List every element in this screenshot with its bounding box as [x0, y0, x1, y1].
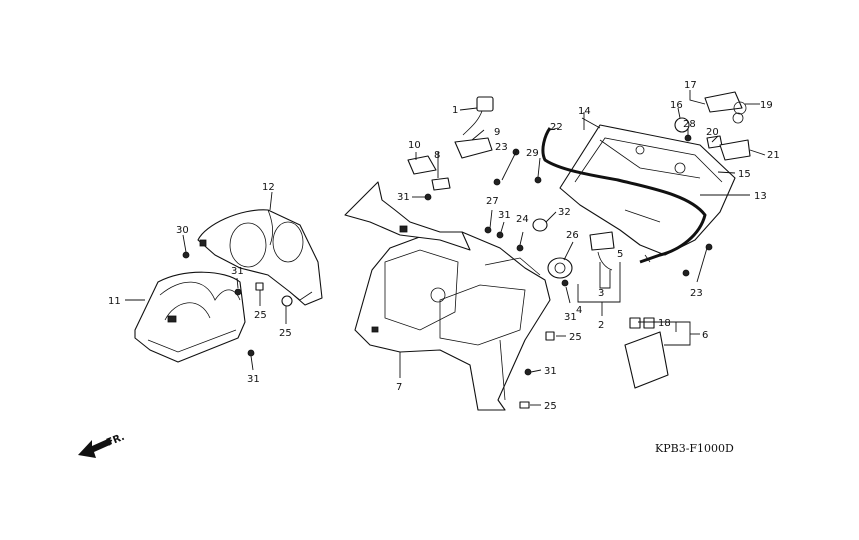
callout-12: 12	[262, 182, 275, 193]
callout-29: 29	[526, 148, 539, 159]
callout-31-mid-a: 31	[397, 192, 410, 203]
callout-23-upper: 23	[495, 142, 508, 153]
part-9-pad	[454, 137, 493, 159]
part-7-inner-cover	[344, 181, 551, 411]
part-32-grommet	[532, 218, 548, 232]
part-13-rear-cover	[559, 124, 736, 263]
front-direction-arrow: FR.	[78, 432, 126, 458]
callout-11: 11	[108, 296, 121, 307]
callout-22: 22	[550, 122, 563, 133]
fasteners	[182, 134, 713, 409]
part-8-clip	[431, 177, 451, 191]
callout-32: 32	[558, 207, 571, 218]
callout-5: 5	[617, 249, 623, 260]
callout-4: 4	[576, 305, 582, 316]
diagram-code: KPB3-F1000D	[655, 442, 734, 455]
callout-16: 16	[670, 100, 683, 111]
callout-26: 26	[566, 230, 579, 241]
callout-30: 30	[176, 225, 189, 236]
callout-14: 14	[578, 106, 591, 117]
part-21-lock	[719, 139, 751, 161]
callout-10: 10	[408, 140, 421, 151]
part-10-bracket	[407, 155, 437, 175]
callout-27: 27	[486, 196, 499, 207]
callout-9: 9	[494, 127, 500, 138]
part-11-front-cover	[134, 271, 246, 363]
callout-23-lower: 23	[690, 288, 703, 299]
callout-15: 15	[738, 169, 751, 180]
callout-13: 13	[754, 191, 767, 202]
callout-3: 3	[598, 288, 604, 299]
callout-31-right: 31	[544, 366, 557, 377]
callout-31-left-a: 31	[231, 266, 244, 277]
callout-28: 28	[683, 119, 696, 130]
callout-18: 18	[658, 318, 671, 329]
callout-25-left-b: 25	[279, 328, 292, 339]
callout-6: 6	[702, 330, 708, 341]
callout-1: 1	[452, 105, 458, 116]
part-22-cable	[541, 127, 707, 264]
part-6-relay-box	[624, 317, 669, 389]
callout-31-mid-b: 31	[498, 210, 511, 221]
callout-2: 2	[598, 320, 604, 331]
callouts: 1 2 3 4 5 6 7 8 9 10 11 12 13 14 15 16 1…	[108, 80, 780, 412]
part-1-switch	[462, 96, 494, 136]
part-16-bushing	[674, 117, 690, 133]
callout-19: 19	[760, 100, 773, 111]
callout-8: 8	[434, 150, 440, 161]
part-12-headlight-case	[197, 209, 323, 306]
part-3-socket	[589, 231, 615, 271]
callout-25-left-a: 25	[254, 310, 267, 321]
part-26-grommet	[547, 257, 573, 279]
part-19-key	[704, 91, 747, 124]
callout-7: 7	[396, 382, 402, 393]
front-arrow-label: FR.	[105, 432, 126, 449]
callout-31-mid-c: 31	[564, 312, 577, 323]
callout-31-left-b: 31	[247, 374, 260, 385]
callout-25-right-b: 25	[544, 401, 557, 412]
callout-24: 24	[516, 214, 529, 225]
callout-21: 21	[767, 150, 780, 161]
front-arrow-icon	[78, 438, 112, 458]
callout-17: 17	[684, 80, 697, 91]
leader-lines	[125, 90, 766, 406]
callout-25-right-a: 25	[569, 332, 582, 343]
callout-20: 20	[706, 127, 719, 138]
